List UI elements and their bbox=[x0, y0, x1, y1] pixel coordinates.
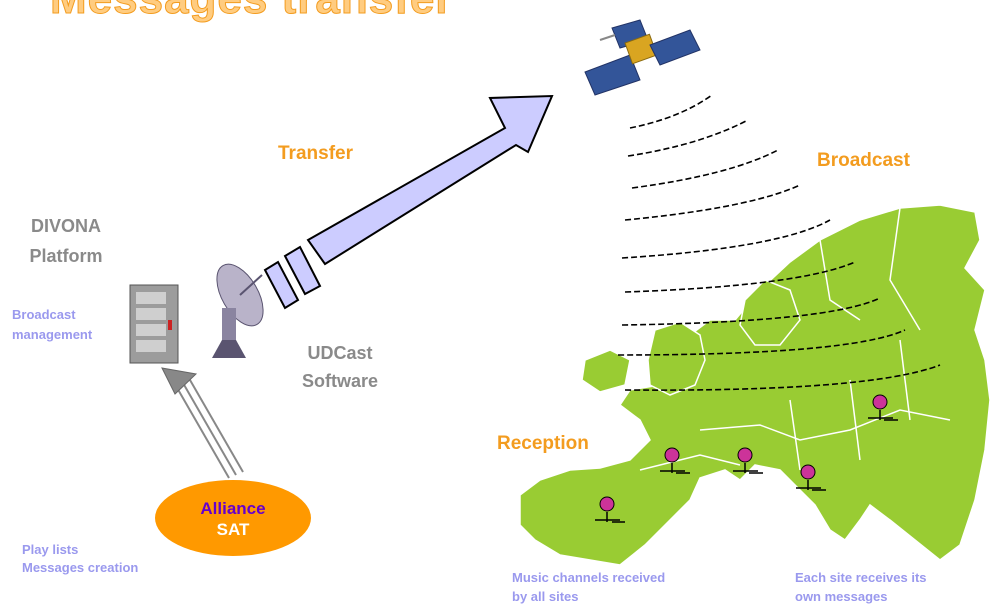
receiver-icon-east bbox=[868, 394, 898, 421]
alliance-line2: SAT bbox=[216, 520, 250, 539]
playlists-line1: Play lists bbox=[22, 542, 79, 557]
reception-label: Reception bbox=[497, 433, 589, 454]
broadcast-label: Broadcast bbox=[817, 150, 910, 171]
page-title: Messages transfer bbox=[49, 0, 453, 24]
each-site-line2: own messages bbox=[795, 589, 888, 604]
udcast-software-label: UDCast Software bbox=[285, 339, 395, 395]
music-line2: by all sites bbox=[512, 589, 579, 604]
alliance-sat-ellipse bbox=[155, 480, 311, 556]
divona-platform-label: DIVONA Platform bbox=[13, 211, 119, 271]
broadcast-waves bbox=[617, 94, 941, 391]
playlists-line2: Messages creation bbox=[22, 560, 139, 575]
receiver-icons bbox=[595, 394, 898, 523]
receiver-icon-spain bbox=[595, 496, 625, 523]
music-channels-label: Music channels received by all sites bbox=[512, 568, 665, 606]
each-site-label: Each site receives its own messages bbox=[795, 568, 927, 606]
each-site-line1: Each site receives its bbox=[795, 570, 927, 585]
server-rack-icon bbox=[129, 284, 179, 364]
divona-line1: DIVONA bbox=[30, 216, 101, 236]
broadcast-mgmt-line2: management bbox=[12, 327, 93, 342]
europe-map bbox=[519, 204, 991, 566]
udcast-line1: UDCast bbox=[307, 343, 373, 363]
music-line1: Music channels received bbox=[512, 570, 666, 585]
playlists-label: Play lists Messages creation bbox=[22, 541, 138, 577]
transfer-arrow bbox=[263, 94, 554, 310]
dish-antenna-icon bbox=[212, 263, 264, 358]
satellite-icon bbox=[584, 19, 701, 96]
receiver-icon-italy bbox=[796, 464, 826, 491]
alliance-sat-label: Alliance SAT bbox=[178, 498, 288, 540]
divona-line2: Platform bbox=[29, 246, 103, 266]
alliance-line1: Alliance bbox=[200, 499, 266, 518]
transfer-label: Transfer bbox=[278, 143, 353, 164]
receiver-icon-france bbox=[660, 447, 690, 474]
broadcast-management-label: Broadcast management bbox=[12, 305, 92, 345]
udcast-line2: Software bbox=[301, 371, 379, 391]
upload-arrow bbox=[161, 367, 244, 479]
receiver-icon-alps bbox=[733, 447, 763, 474]
broadcast-mgmt-line1: Broadcast bbox=[12, 307, 76, 322]
